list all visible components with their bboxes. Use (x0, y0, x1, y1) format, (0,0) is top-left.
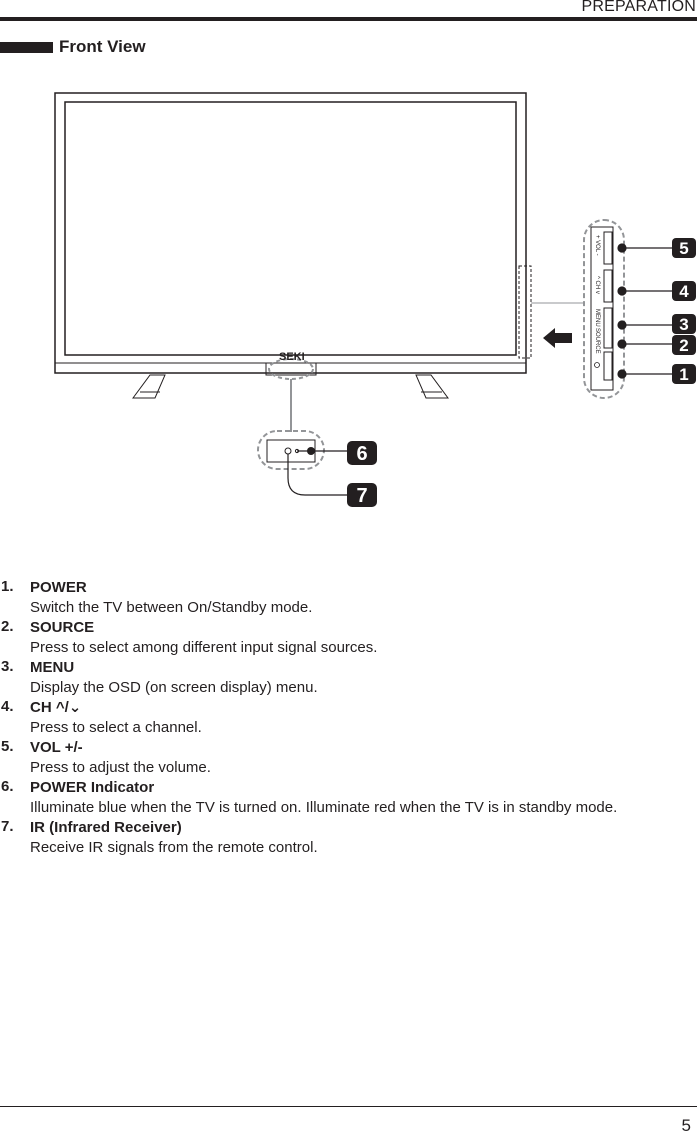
item-number: 6. (1, 778, 14, 795)
item-description: Press to select a channel. (30, 719, 202, 736)
callout-3: 3 (672, 314, 696, 334)
item-description: Press to select among different input si… (30, 639, 378, 656)
ir-receiver-icon (284, 447, 292, 455)
callout-6: 6 (347, 441, 377, 465)
callout-1: 1 (672, 364, 696, 384)
side-panel-highlight (583, 219, 625, 399)
list-item: 7. IR (Infrared Receiver) Receive IR sig… (0, 818, 697, 858)
item-name: SOURCE (30, 619, 95, 636)
item-description: Press to adjust the volume. (30, 759, 211, 776)
item-name: MENU (30, 659, 75, 676)
footer-rule (0, 1106, 697, 1107)
svg-text:5: 5 (679, 239, 688, 258)
svg-text:6: 6 (356, 443, 367, 465)
item-number: 3. (1, 658, 14, 675)
power-symbol-icon (594, 362, 600, 368)
header-section-title: PREPARATION (581, 0, 696, 15)
indicator-closeup (257, 379, 351, 496)
callout-7: 7 (347, 483, 377, 507)
list-item: 5. VOL +/- Press to adjust the volume. (0, 738, 697, 778)
tv-outer-frame (54, 92, 527, 374)
tv-center-stand (265, 362, 317, 376)
item-name: CH ^/⌄ (30, 699, 82, 716)
item-number: 1. (1, 578, 14, 595)
item-number: 2. (1, 618, 14, 635)
list-item: 1. POWER Switch the TV between On/Standb… (0, 578, 697, 618)
item-name: POWER (30, 579, 87, 596)
menu-label: MENU (594, 309, 600, 327)
side-panel-closeup: + VOL - ^ CH v MENU SOURCE (583, 219, 625, 399)
list-item: 4. CH ^/⌄ Press to select a channel. (0, 698, 697, 738)
section-title: Front View (59, 37, 146, 56)
list-item: 2. SOURCE Press to select among differen… (0, 618, 697, 658)
tv-brand-logo: SEKI (279, 351, 305, 363)
item-description: Illuminate blue when the TV is turned on… (30, 799, 618, 816)
ch-label: ^ CH v (594, 276, 600, 294)
control-descriptions-list: 1. POWER Switch the TV between On/Standb… (0, 578, 697, 858)
callout-2: 2 (672, 335, 696, 355)
svg-text:4: 4 (679, 282, 689, 301)
svg-text:2: 2 (679, 336, 688, 355)
svg-text:1: 1 (679, 365, 688, 384)
source-label: SOURCE (594, 328, 600, 354)
side-panel-body (590, 226, 614, 391)
callout-4: 4 (672, 281, 696, 301)
tv-screen (64, 101, 517, 356)
item-name: IR (Infrared Receiver) (30, 819, 182, 836)
item-number: 5. (1, 738, 14, 755)
page-number: 5 (681, 1116, 691, 1135)
indicator-highlight (268, 358, 314, 380)
vol-label: + VOL - (594, 235, 600, 256)
item-name: VOL +/- (30, 739, 83, 756)
indicator-closeup-highlight (257, 430, 325, 470)
ch-button (603, 269, 613, 303)
arrow-left-icon (543, 328, 572, 348)
item-name: POWER Indicator (30, 779, 155, 796)
header-rule (0, 17, 697, 21)
item-description: Display the OSD (on screen display) menu… (30, 679, 318, 696)
item-number: 7. (1, 818, 14, 835)
vol-button (603, 231, 613, 265)
callout-leaders (617, 243, 676, 379)
list-item: 6. POWER Indicator Illuminate blue when … (0, 778, 697, 818)
svg-text:3: 3 (679, 315, 688, 334)
left-foot (132, 374, 166, 399)
callout-5: 5 (672, 238, 696, 258)
menu-source-buttons (603, 307, 613, 349)
item-number: 4. (1, 698, 14, 715)
section-marker (0, 42, 53, 53)
tv-illustration (54, 92, 532, 399)
item-description: Switch the TV between On/Standby mode. (30, 599, 313, 616)
front-view-diagram: SEKI + VOL - ^ CH v MENU SOURCE 5 4 3 (54, 92, 696, 507)
list-item: 3. MENU Display the OSD (on screen displ… (0, 658, 697, 698)
svg-text:7: 7 (356, 485, 367, 507)
power-button (603, 351, 613, 381)
item-description: Receive IR signals from the remote contr… (30, 839, 318, 856)
right-foot (415, 374, 449, 399)
side-buttons-area (518, 265, 532, 359)
